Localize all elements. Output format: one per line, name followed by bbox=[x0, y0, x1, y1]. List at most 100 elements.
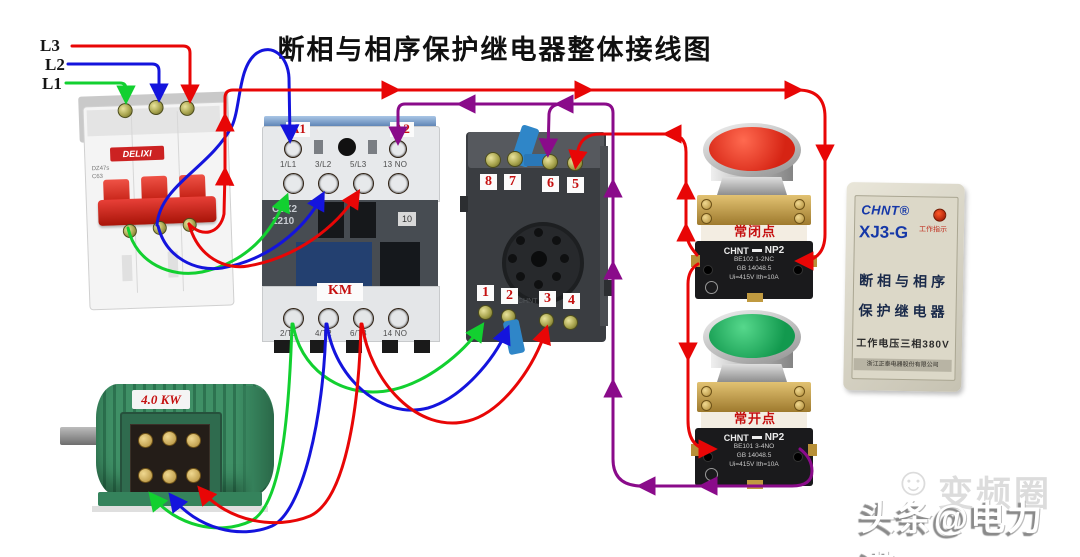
socket-pin-label-8: 8 bbox=[480, 174, 497, 191]
socket-terminal-7 bbox=[507, 151, 523, 167]
nc-mount-plate bbox=[697, 195, 811, 225]
breaker-rating: C63 bbox=[91, 173, 104, 181]
nc-brand: CHNT bbox=[723, 245, 749, 256]
no-plate-screw-1 bbox=[701, 386, 712, 397]
motor-terminal-u2 bbox=[138, 468, 153, 483]
main-terminal-4t2 bbox=[318, 308, 339, 329]
contactor-model-line2: 1210 bbox=[272, 216, 295, 227]
socket-hole-7 bbox=[534, 228, 543, 237]
breaker-lower-slot-1 bbox=[121, 254, 133, 282]
socket-terminal-8 bbox=[485, 152, 501, 168]
socket-hole-5 bbox=[508, 254, 517, 263]
no-mount-plate bbox=[697, 382, 811, 412]
motor-power-badge: 4.0 KW bbox=[132, 390, 190, 409]
watermark-main-text: 头条@电力港 bbox=[860, 499, 1045, 557]
socket-hole-8 bbox=[552, 236, 561, 245]
socket-hole-6 bbox=[516, 236, 525, 245]
no-brand: CHNT bbox=[723, 432, 749, 443]
contactor: A1 A2 1/L1 3/L2 5/L3 13 NO CJX2 1210 10 … bbox=[262, 116, 440, 356]
socket-pin-label-6: 6 bbox=[542, 176, 559, 193]
socket-pin-label-3: 3 bbox=[539, 291, 556, 308]
contactor-foot-1 bbox=[274, 340, 290, 353]
socket-pin-label-4: 4 bbox=[563, 293, 580, 310]
smiley-watermark-icon: ☺ bbox=[893, 460, 937, 504]
contactor-center-cap bbox=[338, 138, 356, 156]
socket-terminal-4 bbox=[563, 315, 578, 330]
nc-recess-right bbox=[793, 265, 803, 275]
motor-foot-shadow bbox=[92, 506, 268, 512]
nc-series: NP2 bbox=[764, 245, 785, 256]
nc-model: BE102 1-2NC bbox=[733, 256, 775, 263]
no-series: NP2 bbox=[764, 432, 785, 443]
relay-brand: CHNT® bbox=[861, 202, 910, 219]
motor-terminal-v1 bbox=[162, 431, 177, 446]
wire-top-run-1 bbox=[223, 80, 401, 120]
relay-company: 浙江正泰电器股份有限公司 bbox=[853, 358, 952, 372]
nc-rating: Ui=415V Ith=10A bbox=[729, 273, 779, 281]
relay-name-line2: 保护继电器 bbox=[858, 302, 949, 320]
no-contact-tag: 常开点 bbox=[733, 411, 776, 426]
main-terminal-13no bbox=[388, 173, 409, 194]
phase-label-l2: L2 bbox=[45, 55, 65, 74]
no-recess-right bbox=[793, 452, 803, 462]
nc-terminal-right bbox=[808, 255, 817, 267]
breaker-model: DZ47s bbox=[91, 165, 110, 173]
phase-label-l1: L1 bbox=[42, 74, 62, 93]
main-terminal-1l1 bbox=[283, 173, 304, 194]
socket-pin-label-7: 7 bbox=[504, 174, 521, 191]
relay-socket: 8 7 6 5 CHNT 1 2 3 4 bbox=[460, 124, 612, 356]
socket-terminal-1 bbox=[478, 305, 493, 320]
socket-hole-2 bbox=[552, 272, 561, 281]
terminal-label-6t3: 6/T3 bbox=[350, 329, 367, 338]
nc-contact-block: CHNT NP2 BE102 1-2NC GB 14048.5 Ui=415V … bbox=[695, 241, 813, 302]
breaker-lower-slot-2 bbox=[167, 251, 179, 278]
nc-contact-tag: 常闭点 bbox=[733, 224, 776, 239]
page-title: 断相与相序保护继电器整体接线图 bbox=[277, 35, 713, 65]
socket-center-hole bbox=[531, 251, 547, 267]
motor-end-cap bbox=[236, 386, 274, 494]
no-contact-block: CHNT NP2 BE101 3-4NO GB 14048.5 Ui=415V … bbox=[695, 428, 813, 489]
main-terminal-3l2 bbox=[318, 173, 339, 194]
nc-recess-left bbox=[703, 265, 713, 275]
relay-voltage: 工作电压三相380V bbox=[856, 338, 950, 351]
np2-logo-dash-icon bbox=[751, 249, 762, 252]
motor: 4.0 KW bbox=[60, 376, 280, 516]
terminal-label-14no: 14 NO bbox=[383, 329, 408, 338]
coil-label-a1: A1 bbox=[286, 121, 310, 137]
nc-collar bbox=[717, 177, 787, 195]
no-push-button: 常开点 CHNT NP2 BE101 3-4NO GB 14048.5 Ui=4… bbox=[691, 308, 817, 489]
socket-terminal-5 bbox=[567, 155, 583, 171]
contactor-model-line1: CJX2 bbox=[272, 204, 298, 215]
socket-pin-label-1: 1 bbox=[477, 285, 494, 302]
nc-plate-screw-1 bbox=[701, 199, 712, 210]
socket-right-edge bbox=[600, 146, 608, 326]
wire-no-return-3 bbox=[603, 378, 644, 488]
np2-logo-dash-icon bbox=[751, 436, 762, 439]
coil-label-a2: A2 bbox=[390, 121, 414, 137]
phase-label-l3: L3 bbox=[40, 36, 60, 55]
nc-plate-screw-4 bbox=[794, 213, 805, 224]
watermark-faint-text: 变频圈 bbox=[938, 475, 1053, 514]
socket-tab-right bbox=[604, 280, 612, 296]
socket-hole-3 bbox=[534, 280, 543, 289]
nc-plate-screw-2 bbox=[794, 199, 805, 210]
socket-pin-label-2: 2 bbox=[501, 288, 518, 305]
contactor-window-1 bbox=[318, 202, 344, 238]
motor-terminal-v2 bbox=[162, 469, 177, 484]
motor-terminal-w2 bbox=[186, 468, 201, 483]
relay-name-line1: 断相与相序 bbox=[858, 272, 950, 290]
main-terminal-14no bbox=[388, 308, 409, 329]
no-bottom-terminal bbox=[747, 480, 763, 489]
terminal-label-2t1: 2/T1 bbox=[280, 329, 297, 338]
contactor-tab-2 bbox=[368, 140, 377, 154]
nc-std: GB 14048.5 bbox=[736, 264, 772, 272]
main-terminal-6t3 bbox=[353, 308, 374, 329]
no-plate-screw-2 bbox=[794, 386, 805, 397]
breaker-brand-badge: DELIXI bbox=[109, 145, 165, 162]
motor-shaft bbox=[60, 427, 104, 445]
nc-push-button: 常闭点 CHNT NP2 BE102 1-2NC GB 14048.5 Ui=4… bbox=[691, 121, 817, 302]
wire-l3-feed bbox=[70, 44, 200, 104]
terminal-label-1l1: 1/L1 bbox=[280, 160, 297, 169]
nc-brand-row: CHNT NP2 bbox=[695, 245, 813, 256]
